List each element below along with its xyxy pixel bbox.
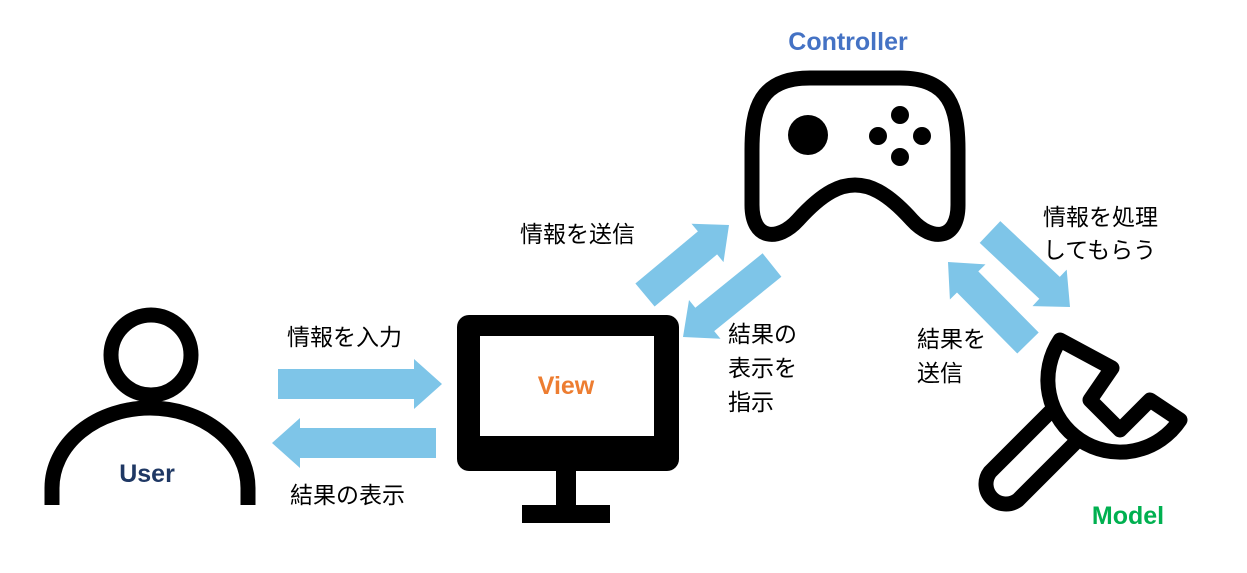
label-user-to-view-line: 情報を入力: [287, 325, 402, 351]
model-node: Model: [978, 332, 1188, 530]
arrow-controller-to-view: [683, 253, 782, 339]
user-node: User: [44, 307, 256, 505]
view-node: View: [457, 315, 679, 523]
label-view-to-controller-line: 情報を送信: [520, 222, 635, 248]
arrow-view-to-user: [272, 418, 436, 468]
gamepad-icon: [744, 70, 966, 242]
label-model-to-controller-line-2: 送信: [917, 361, 963, 387]
arrows-layer: [272, 221, 1070, 468]
arrow-model-to-controller: [948, 262, 1039, 354]
label-view-to-controller: 情報を送信: [520, 222, 635, 248]
arrow-controller-to-model: [979, 221, 1070, 307]
arrow-view-to-controller: [635, 223, 729, 307]
monitor-icon: [457, 315, 679, 523]
label-user-to-view: 情報を入力: [287, 325, 402, 351]
controller-node: Controller: [744, 28, 966, 242]
label-model-to-controller: 結果を 送信: [917, 327, 993, 387]
arrow-user-to-view: [278, 359, 442, 409]
label-controller-to-view-line-2: 表示を: [728, 356, 797, 382]
person-icon: [44, 307, 256, 505]
user-label: User: [119, 460, 175, 488]
label-controller-to-view: 結果の 表示を 指示: [728, 322, 804, 416]
label-controller-to-model-line-2: してもらう: [1043, 238, 1156, 264]
label-controller-to-view-line-1: 結果の: [728, 322, 797, 348]
label-view-to-user: 結果の表示: [290, 483, 405, 509]
model-label: Model: [1092, 502, 1164, 530]
label-controller-to-model: 情報を処理 してもらう: [1043, 205, 1165, 264]
controller-label: Controller: [788, 28, 908, 56]
label-controller-to-model-line-1: 情報を処理: [1043, 205, 1158, 231]
label-view-to-user-line: 結果の表示: [290, 483, 405, 509]
wrench-icon: [978, 332, 1188, 512]
view-label: View: [538, 372, 595, 400]
label-model-to-controller-line-1: 結果を: [917, 327, 986, 353]
label-controller-to-view-line-3: 指示: [728, 390, 774, 416]
